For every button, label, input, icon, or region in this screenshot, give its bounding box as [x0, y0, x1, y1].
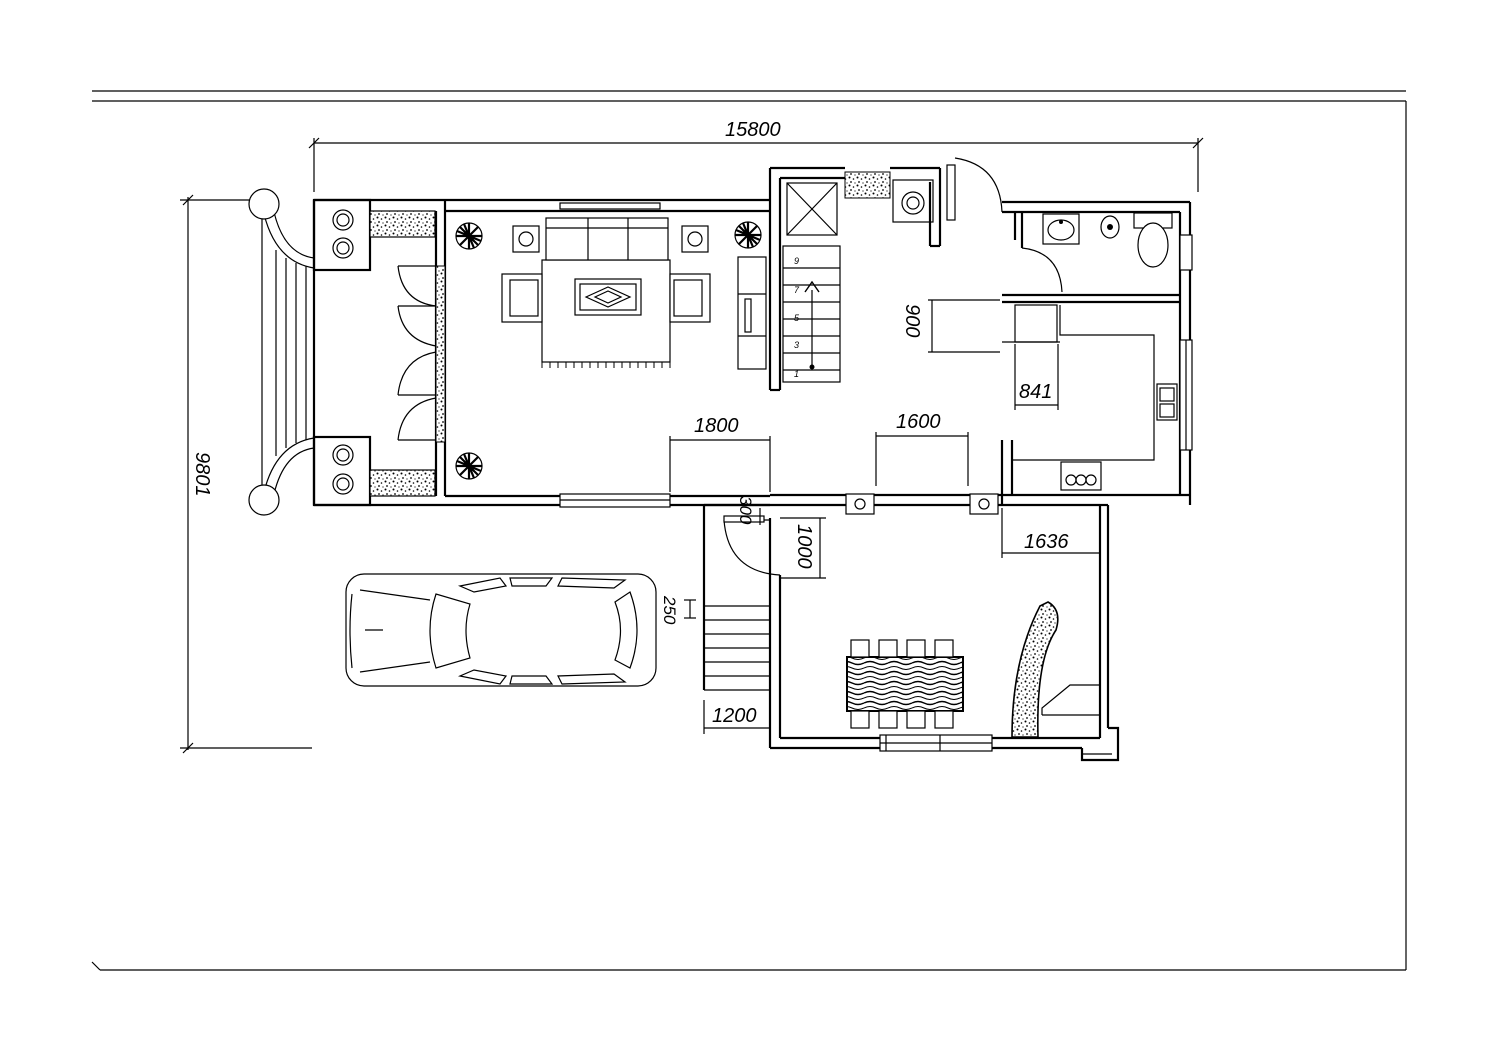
dim-label-1000: 1000: [793, 524, 815, 569]
armchair-left: [501, 273, 543, 323]
toilet-bowl: [1137, 222, 1169, 268]
sofa: [545, 217, 669, 261]
dim-label-1200: 1200: [712, 705, 757, 727]
water-tank: [892, 179, 934, 223]
washbasin: [1042, 213, 1080, 245]
plant-icon-bottom-left: [455, 452, 483, 480]
armchair-right: [669, 273, 711, 323]
dim-900: 900: [901, 299, 1000, 353]
stair-step-1: 1: [794, 369, 799, 379]
dim-label-250: 250: [660, 595, 679, 625]
stair-step-7: 7: [794, 285, 800, 295]
kitchen-walls: [770, 157, 1193, 507]
curved-sofa: [1011, 601, 1059, 738]
dim-label-1600: 1600: [896, 411, 941, 433]
dim-1200: 1200: [703, 700, 771, 734]
structural-columns: [845, 493, 999, 515]
dining-table: [846, 656, 964, 712]
porch-column-bottom: [248, 484, 280, 516]
dim-1636: 1636: [1001, 508, 1100, 558]
kitchen-counter: [1002, 304, 1178, 491]
dim-1000: 1000: [780, 517, 826, 579]
stair-step-9: 9: [794, 256, 799, 266]
car-icon: [345, 573, 657, 687]
dim-1600: 1600: [875, 411, 969, 486]
dim-label-1636: 1636: [1024, 531, 1069, 553]
front-porch: [248, 188, 445, 516]
porch-column-top: [248, 188, 280, 220]
side-table-right: [681, 225, 709, 253]
fridge: [1014, 304, 1058, 343]
overall-width-label: 15800: [725, 119, 781, 141]
living-room-walls: [445, 198, 770, 508]
side-entry: [702, 503, 781, 691]
stair-step-5: 5: [794, 313, 800, 323]
plant-icon-top-right: [734, 221, 762, 249]
dim-250: 250: [660, 595, 696, 625]
stove: [1060, 461, 1102, 491]
sheet-frame: [91, 90, 1407, 971]
dim-841: 841: [1014, 344, 1059, 410]
overall-depth-label: 9801: [191, 452, 213, 497]
dim-label-1800: 1800: [694, 415, 739, 437]
bathroom-fixtures: [1042, 212, 1173, 268]
dim-label-900: 900: [901, 304, 923, 337]
entry-doors: [397, 200, 447, 496]
kitchen-sink: [1156, 383, 1178, 421]
living-room-furniture: [501, 217, 767, 370]
dim-300: 300: [736, 496, 761, 525]
plant-icon-top-left: [455, 222, 483, 250]
side-table-left: [512, 225, 540, 253]
dim-1800: 1800: [669, 415, 771, 492]
overall-width-dimension: 15800: [308, 119, 1204, 192]
dim-label-300: 300: [736, 496, 755, 525]
tv-cabinet: [737, 256, 767, 370]
stair-step-3: 3: [794, 340, 799, 350]
staircase: 9 7 5 3 1: [768, 166, 940, 392]
overall-depth-dimension: 9801: [180, 194, 312, 754]
dim-label-841: 841: [1019, 381, 1052, 403]
